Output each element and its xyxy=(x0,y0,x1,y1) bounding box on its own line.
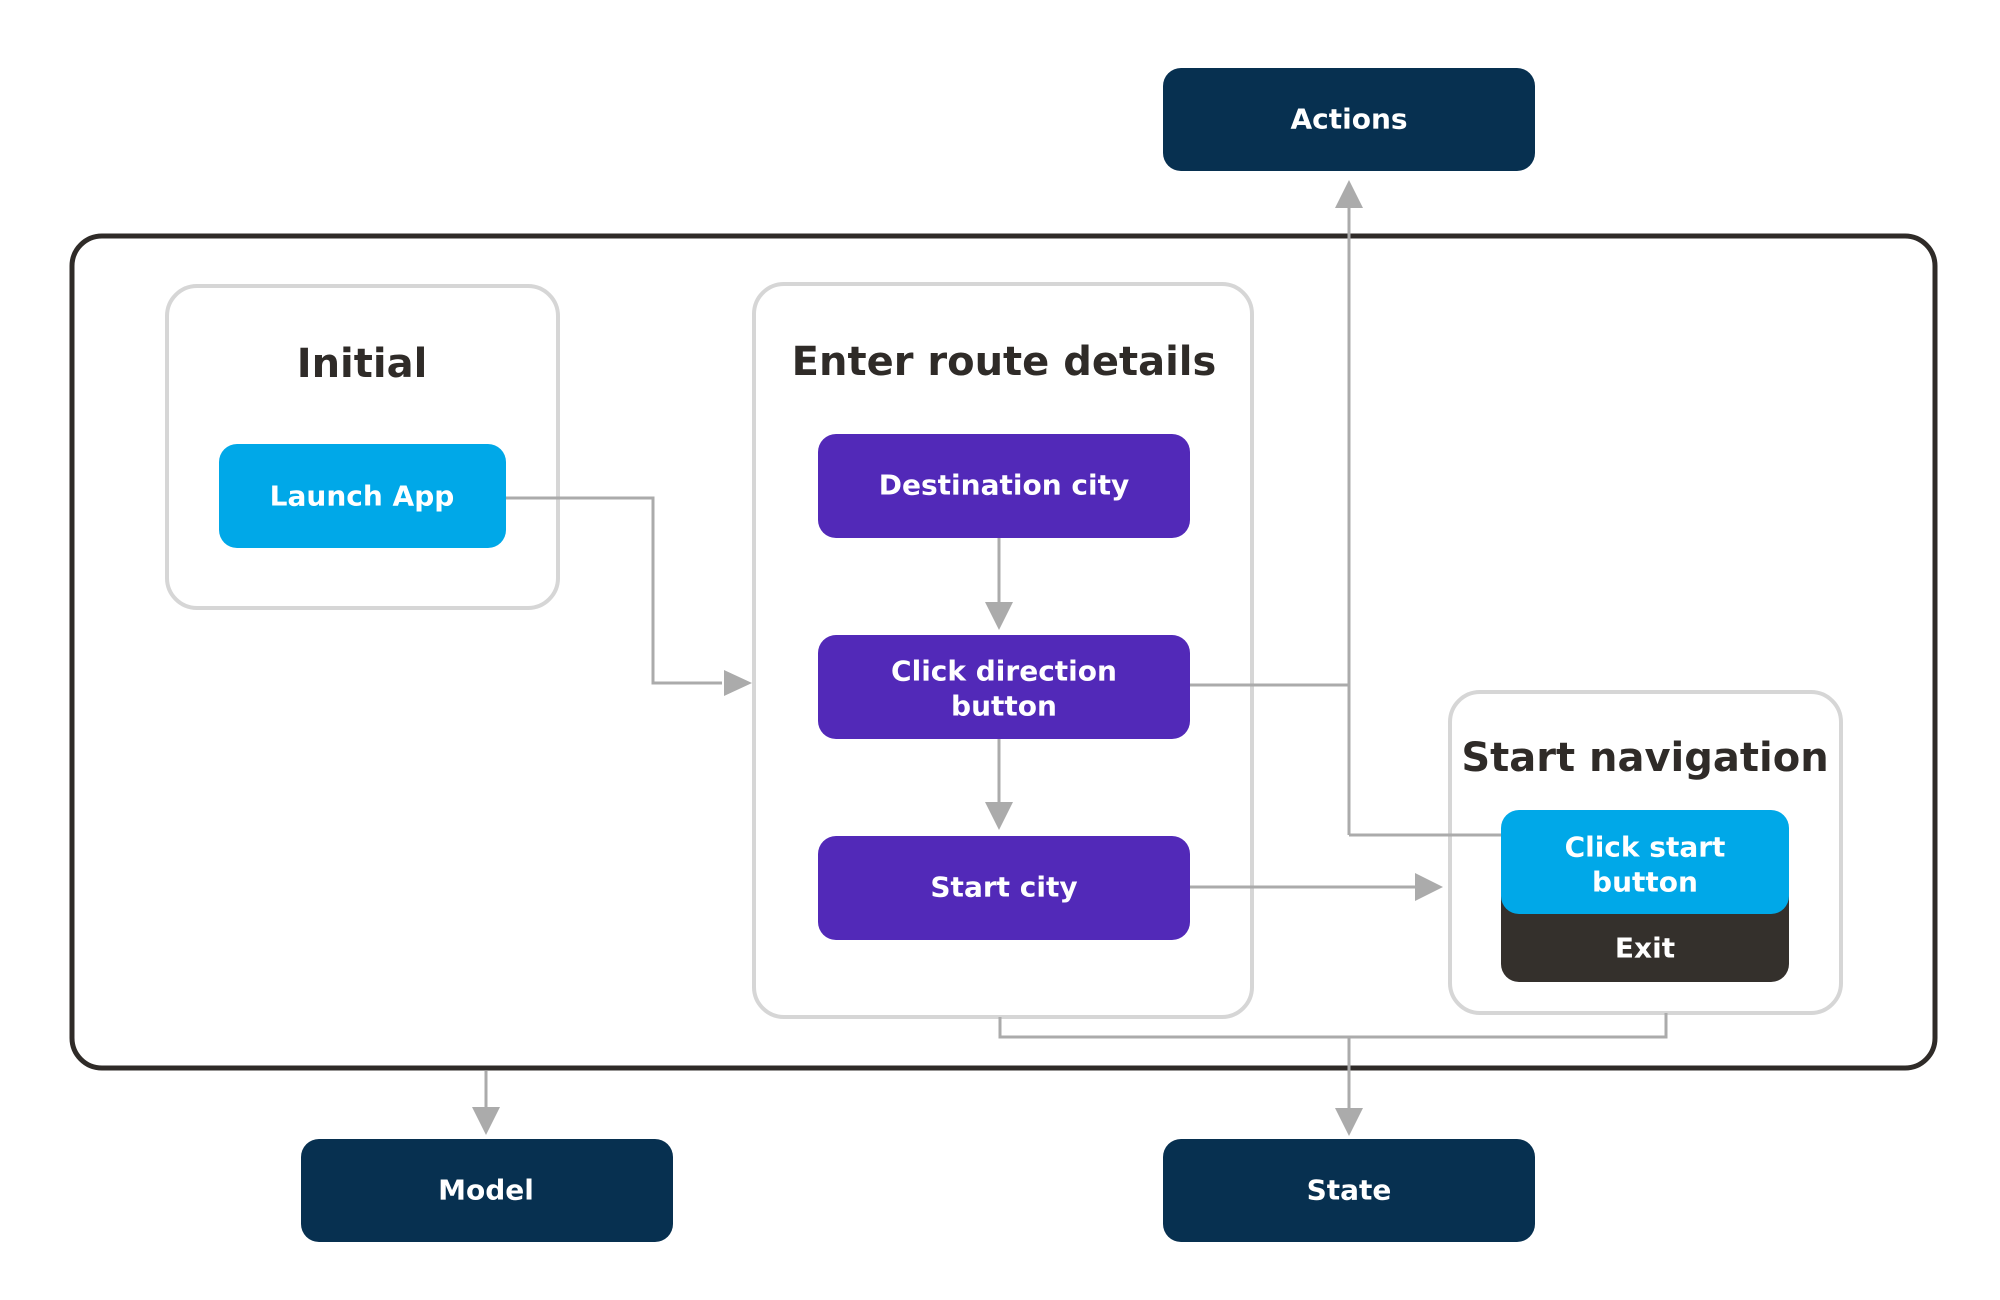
node-launch-app: Launch App xyxy=(219,444,506,548)
node-click-start-label-line1: Click start xyxy=(1565,831,1726,864)
node-click-direction-button: Click direction button xyxy=(818,635,1190,739)
group-start-navigation-title: Start navigation xyxy=(1461,735,1828,781)
node-model: Model xyxy=(301,1139,673,1242)
node-destination-city-label: Destination city xyxy=(879,469,1129,502)
node-exit-label: Exit xyxy=(1615,932,1675,965)
group-initial-title: Initial xyxy=(297,341,428,387)
node-state: State xyxy=(1163,1139,1535,1242)
node-destination-city: Destination city xyxy=(818,434,1190,538)
connectors xyxy=(472,180,1668,1136)
node-launch-app-label: Launch App xyxy=(270,480,455,513)
arrowhead-launch-to-route xyxy=(724,670,752,696)
arrowhead-direction-to-start-city xyxy=(985,802,1013,830)
node-click-direction-label-line2: button xyxy=(951,690,1057,723)
node-actions-label: Actions xyxy=(1290,103,1407,136)
node-start-city-label: Start city xyxy=(930,871,1077,904)
arrowhead-destination-to-direction xyxy=(985,602,1013,630)
group-enter-route-title: Enter route details xyxy=(792,339,1217,385)
arrowhead-to-model xyxy=(472,1107,500,1135)
arrowhead-start-city-to-navigation xyxy=(1415,873,1443,901)
connector-launch-to-route xyxy=(506,496,722,685)
node-actions: Actions xyxy=(1163,68,1535,171)
arrowhead-to-state xyxy=(1335,1108,1363,1136)
node-state-label: State xyxy=(1307,1174,1392,1207)
node-click-start-button: Click start button xyxy=(1501,810,1789,914)
arrowhead-to-actions xyxy=(1335,180,1363,208)
node-click-direction-label-line1: Click direction xyxy=(891,655,1117,688)
node-click-start-label-line2: button xyxy=(1592,866,1698,899)
node-start-city: Start city xyxy=(818,836,1190,940)
node-model-label: Model xyxy=(438,1174,534,1207)
system-boundary-frame xyxy=(69,233,1938,1071)
connector-groups-to-state xyxy=(998,1013,1668,1039)
